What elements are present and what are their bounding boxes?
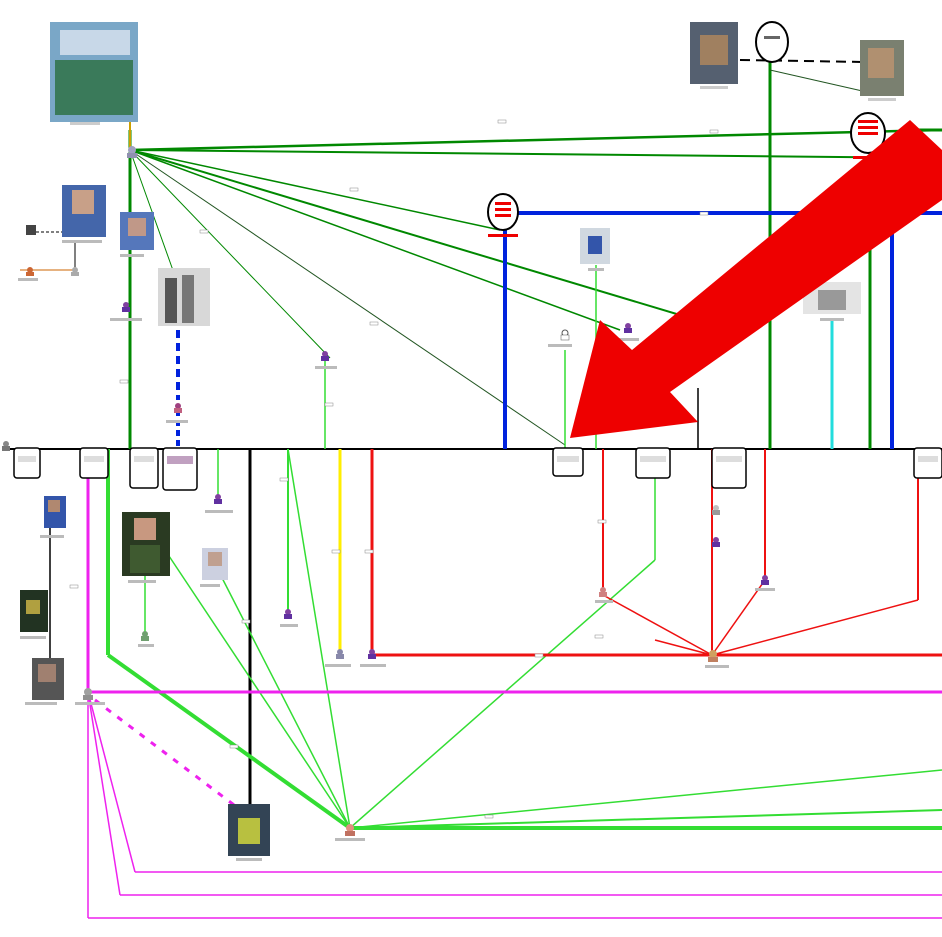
person-icon[interactable] (214, 494, 222, 504)
event-box[interactable] (913, 447, 942, 479)
person-icon[interactable] (599, 587, 607, 597)
photo-node-bw-group[interactable] (158, 268, 210, 326)
link-label-chips (69, 119, 719, 819)
magenta-links (86, 449, 942, 919)
person-icon[interactable] (712, 537, 720, 547)
person-icon[interactable] (624, 323, 632, 333)
person-icon[interactable] (122, 302, 130, 312)
event-box[interactable] (711, 447, 747, 489)
person-icon[interactable] (712, 505, 720, 515)
event-box[interactable] (552, 447, 584, 477)
timeline-start-icon[interactable] (2, 441, 10, 451)
person-icon[interactable] (71, 267, 79, 276)
photo-node-left-person-2[interactable] (120, 212, 154, 250)
person-icon[interactable] (26, 225, 36, 235)
person-icon[interactable] (141, 631, 149, 641)
light-green-links (106, 265, 942, 830)
event-box[interactable] (13, 447, 41, 479)
photo-node-top-right-2[interactable] (860, 40, 904, 101)
photo-node-small-blue[interactable] (580, 228, 610, 264)
red-links (370, 449, 942, 657)
photo-nodes (20, 22, 904, 856)
person-icon-hub[interactable] (127, 146, 137, 158)
org-circle-mid[interactable] (487, 193, 519, 237)
photo-node-left-col-3[interactable] (32, 658, 64, 700)
person-icons (2, 146, 769, 836)
dashed-link-top (739, 59, 866, 63)
photo-node-bw-right[interactable] (803, 282, 861, 314)
event-box[interactable] (129, 447, 159, 489)
person-icon[interactable] (321, 351, 329, 361)
photo-node-top-right-1[interactable] (690, 22, 738, 89)
person-icon-red-hub[interactable] (708, 650, 718, 662)
person-icon[interactable] (336, 649, 344, 659)
photo-node-left-col-2[interactable] (20, 590, 48, 632)
red-arrow-annotation (570, 120, 942, 438)
event-box[interactable] (162, 447, 198, 491)
photo-node-top-left[interactable] (50, 22, 138, 125)
photo-node-bottom[interactable] (228, 804, 270, 856)
person-icon[interactable] (761, 575, 769, 585)
person-icon[interactable] (284, 609, 292, 619)
person-icon-magenta-hub[interactable] (83, 688, 93, 700)
org-circle-top[interactable] (755, 21, 789, 63)
photo-node-left-person[interactable] (62, 185, 106, 237)
photo-node-military[interactable] (122, 512, 170, 576)
person-icon-green-hub[interactable] (345, 824, 355, 836)
person-icon[interactable] (26, 267, 34, 276)
photo-node-left-col-1[interactable] (44, 496, 66, 528)
node-caption-bars (18, 240, 844, 861)
person-icon[interactable] (560, 329, 570, 341)
event-box[interactable] (79, 447, 109, 479)
timeline-event-boxes (13, 447, 942, 491)
person-icon[interactable] (174, 403, 182, 413)
person-icon[interactable] (368, 649, 376, 659)
event-box[interactable] (635, 447, 671, 479)
photo-node-person-mid[interactable] (202, 548, 228, 580)
